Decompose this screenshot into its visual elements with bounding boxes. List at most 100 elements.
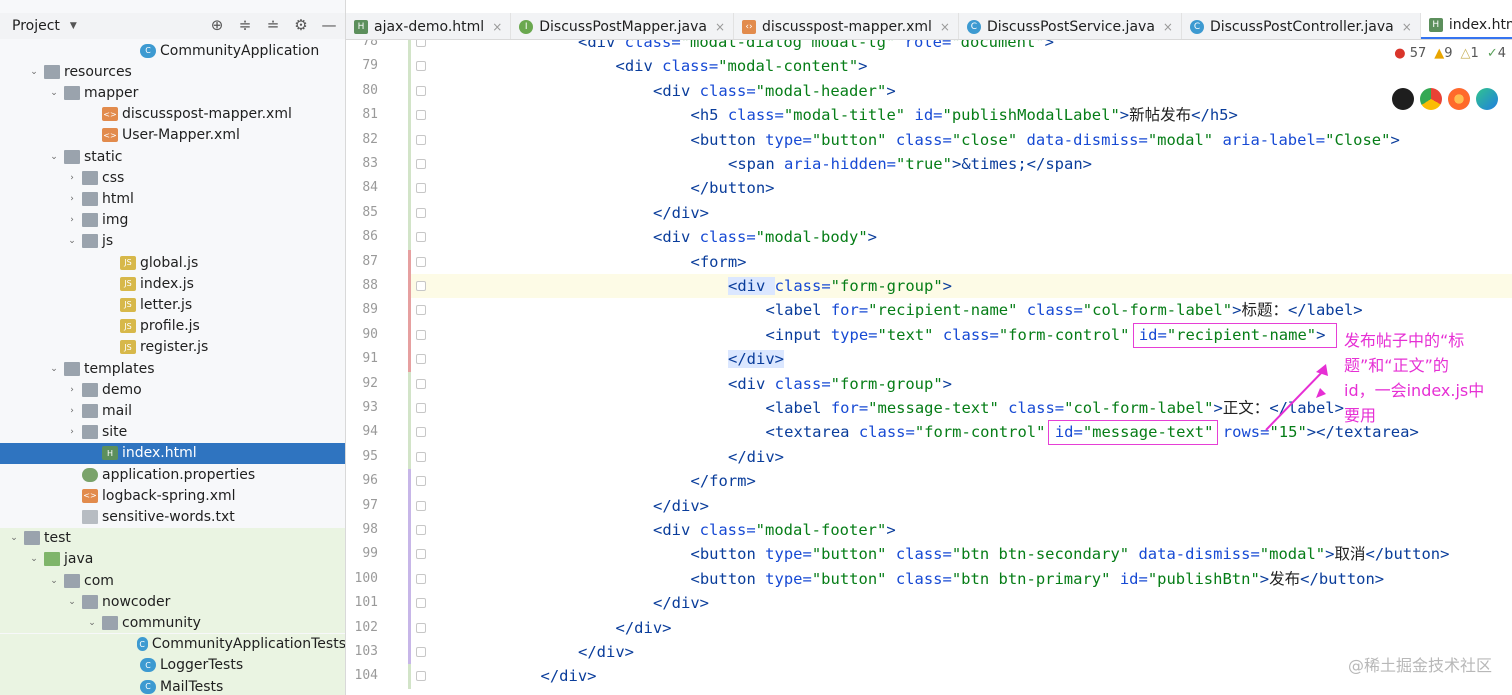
fold-marker-icon[interactable]	[416, 378, 426, 389]
firefox-icon[interactable]	[1448, 88, 1470, 110]
tree-item[interactable]: ⌄resources	[0, 61, 345, 82]
warning-count[interactable]: ▲9	[1434, 46, 1453, 61]
close-tab-icon[interactable]: ×	[939, 19, 950, 34]
tree-item[interactable]: ›demo	[0, 379, 345, 400]
fold-marker-icon[interactable]	[416, 232, 426, 243]
tree-item[interactable]: ›css	[0, 167, 345, 188]
tree-item[interactable]: ›img	[0, 210, 345, 231]
editor-tab[interactable]: ‹›discusspost-mapper.xml×	[734, 13, 959, 39]
tree-item[interactable]: ⌄templates	[0, 358, 345, 379]
expanded-chevron-icon[interactable]: ⌄	[30, 554, 38, 565]
fold-marker-icon[interactable]	[416, 573, 426, 584]
tree-item[interactable]: application.properties	[0, 464, 345, 485]
fold-marker-icon[interactable]	[416, 281, 426, 291]
fold-marker-icon[interactable]	[416, 476, 426, 487]
tree-item[interactable]: sensitive-words.txt	[0, 506, 345, 527]
tree-item[interactable]: <>logback-spring.xml	[0, 485, 345, 506]
edge-icon[interactable]	[1476, 88, 1498, 110]
close-tab-icon[interactable]: ×	[714, 19, 726, 34]
fold-marker-icon[interactable]	[416, 598, 426, 609]
expanded-chevron-icon[interactable]: ⌄	[50, 575, 58, 586]
collapsed-chevron-icon[interactable]: ›	[70, 193, 74, 204]
typo-count[interactable]: ✓4	[1486, 46, 1506, 61]
fold-marker-icon[interactable]	[416, 647, 426, 657]
collapsed-chevron-icon[interactable]: ›	[70, 427, 74, 438]
locate-file-icon[interactable]: ⊕	[210, 16, 224, 34]
tree-item[interactable]: ›html	[0, 188, 345, 209]
tree-item[interactable]: ⌄com	[0, 570, 345, 591]
settings-gear-icon[interactable]: ⚙	[294, 16, 308, 34]
collapse-all-icon[interactable]: ≐	[266, 16, 280, 34]
fold-marker-icon[interactable]	[416, 305, 426, 316]
tree-item[interactable]: ⌄mapper	[0, 82, 345, 103]
expand-all-icon[interactable]: ≑	[238, 16, 252, 34]
expanded-chevron-icon[interactable]: ⌄	[88, 617, 96, 628]
fold-marker-icon[interactable]	[416, 549, 426, 560]
tree-item[interactable]: <>User-Mapper.xml	[0, 125, 345, 146]
inspection-status[interactable]: ● 57 ▲9 △1 ✓4	[1394, 46, 1506, 61]
collapsed-chevron-icon[interactable]: ›	[70, 215, 74, 226]
expanded-chevron-icon[interactable]: ⌄	[10, 533, 18, 544]
collapsed-chevron-icon[interactable]: ›	[70, 405, 74, 416]
close-tab-icon[interactable]: ×	[492, 19, 503, 34]
tree-item[interactable]: ⌄test	[0, 527, 345, 549]
weak-warning-count[interactable]: △1	[1460, 46, 1479, 61]
tree-item[interactable]: ⌄java	[0, 548, 345, 570]
tree-item[interactable]: ⌄static	[0, 146, 345, 167]
project-view-dropdown-icon[interactable]: ▼	[69, 21, 77, 31]
expanded-chevron-icon[interactable]: ⌄	[50, 151, 58, 162]
project-panel-title[interactable]: Project	[12, 18, 60, 34]
fold-marker-icon[interactable]	[416, 329, 426, 340]
close-tab-icon[interactable]: ×	[1162, 19, 1173, 34]
tree-item[interactable]: ⌄community	[0, 612, 345, 634]
fold-marker-icon[interactable]	[416, 85, 426, 96]
tree-item[interactable]: ⌄js	[0, 231, 345, 252]
fold-marker-icon[interactable]	[416, 403, 426, 413]
expanded-chevron-icon[interactable]: ⌄	[68, 596, 76, 607]
fold-marker-icon[interactable]	[416, 451, 426, 462]
fold-marker-icon[interactable]	[416, 354, 426, 365]
fold-marker-icon[interactable]	[416, 61, 426, 72]
fold-marker-icon[interactable]	[416, 500, 426, 511]
close-tab-icon[interactable]: ×	[1401, 19, 1412, 34]
fold-marker-icon[interactable]	[416, 183, 426, 194]
expanded-chevron-icon[interactable]: ⌄	[50, 87, 58, 98]
chrome-icon[interactable]	[1420, 88, 1442, 110]
fold-marker-icon[interactable]	[416, 256, 426, 267]
expanded-chevron-icon[interactable]: ⌄	[30, 66, 38, 77]
fold-marker-icon[interactable]	[416, 622, 426, 633]
fold-marker-icon[interactable]	[416, 525, 426, 535]
collapsed-chevron-icon[interactable]: ›	[70, 384, 74, 395]
error-count[interactable]: ● 57	[1394, 46, 1427, 61]
tree-item[interactable]: ›site	[0, 422, 345, 443]
tree-item[interactable]: ›mail	[0, 400, 345, 421]
expanded-chevron-icon[interactable]: ⌄	[50, 363, 58, 374]
intellij-browser-icon[interactable]	[1392, 88, 1414, 110]
collapsed-chevron-icon[interactable]: ›	[70, 172, 74, 183]
tree-item[interactable]: ⌄nowcoder	[0, 591, 345, 613]
fold-marker-icon[interactable]	[416, 40, 426, 47]
fold-marker-icon[interactable]	[416, 110, 426, 121]
fold-marker-icon[interactable]	[416, 427, 426, 438]
fold-marker-icon[interactable]	[416, 671, 426, 682]
expanded-chevron-icon[interactable]: ⌄	[68, 236, 76, 247]
fold-marker-icon[interactable]	[416, 134, 426, 145]
hide-panel-icon[interactable]: —	[321, 16, 337, 34]
tree-item[interactable]: <>discusspost-mapper.xml	[0, 104, 345, 125]
fold-marker-icon[interactable]	[416, 207, 426, 218]
